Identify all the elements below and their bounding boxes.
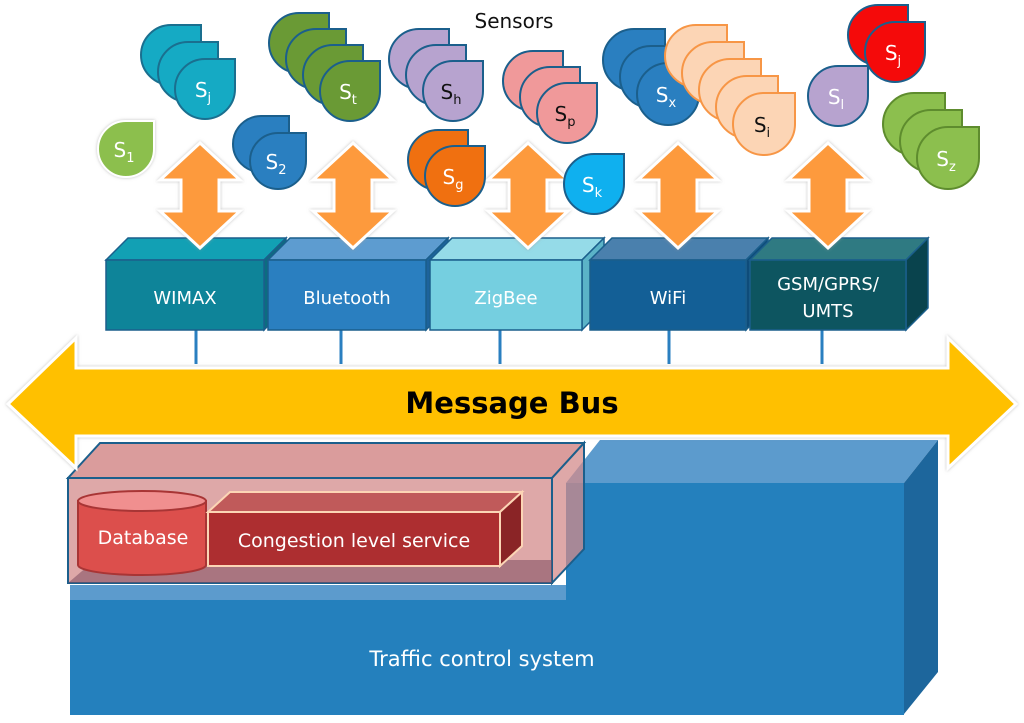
sensor-group-sp: Sp <box>502 50 598 144</box>
bidirectional-arrow-2 <box>309 140 397 251</box>
sensor-sx-subscript: x <box>669 96 677 111</box>
congestion-front-face <box>207 511 501 567</box>
message-bus: Message Bus <box>5 334 1019 472</box>
network-gsm: GSM/GPRS/UMTS <box>748 236 930 332</box>
sensor-s2-icon <box>249 132 307 190</box>
network-zigbee: ZigBee <box>428 236 606 332</box>
sensor-group-sj-red: Sj <box>847 4 926 83</box>
network-wifi-label: WiFi <box>650 288 686 309</box>
network-bluetooth-label: Bluetooth <box>303 288 390 309</box>
message-bus-arrow <box>5 334 1019 472</box>
system-lower-bevel <box>70 585 570 603</box>
network-wimax: WIMAX <box>104 236 288 332</box>
network-zigbee-front-face <box>429 259 583 331</box>
sensor-sj-red-icon <box>864 21 926 83</box>
sensors-title: Sensors <box>475 9 554 33</box>
services-container: Database Congestion level service <box>65 440 587 586</box>
network-wimax-label: WIMAX <box>153 288 216 309</box>
sensor-group-sk: Sk <box>563 153 625 215</box>
sensor-group-sl: Sl <box>807 65 869 127</box>
network-wifi-front-face <box>589 259 747 331</box>
bidirectional-arrow-4 <box>634 140 722 251</box>
sensor-sp-subscript: p <box>567 115 575 130</box>
sensor-sj-red-subscript: j <box>897 54 902 69</box>
sensor-sh-subscript: h <box>453 93 461 108</box>
network-gsm-top-face <box>748 237 930 261</box>
services-top-face <box>65 442 587 479</box>
sensor-sz-icon <box>916 126 980 190</box>
network-gsm-front-face <box>749 259 907 331</box>
network-gsm-label: UMTS <box>802 301 853 322</box>
sensor-group-sg: Sg <box>407 129 486 207</box>
sensor-s1-subscript: 1 <box>126 151 134 166</box>
network-layer: WIMAX Bluetooth ZigBee WiFi GSM/GPRS/UMTS <box>104 236 930 332</box>
database-top <box>77 490 207 512</box>
sensor-si-label: Si <box>754 113 770 141</box>
sensor-sl-subscript: l <box>841 98 845 113</box>
network-connectors <box>194 330 824 364</box>
system-label: Traffic control system <box>368 647 594 671</box>
sensor-sp-icon <box>536 82 598 144</box>
sensor-sz-subscript: z <box>949 160 956 175</box>
system-front-face-lower <box>70 600 904 715</box>
sensor-sj-teal-subscript: j <box>207 91 212 106</box>
sensor-group-sh: Sh <box>388 28 484 122</box>
sensor-group-s2: S2 <box>232 115 307 190</box>
network-zigbee-label: ZigBee <box>474 288 537 309</box>
message-bus-label: Message Bus <box>405 386 618 420</box>
sensor-si-subscript: i <box>767 126 771 141</box>
network-wimax-front-face <box>105 259 265 331</box>
system-front-face-upper <box>566 483 904 603</box>
sensor-sj-teal-icon <box>174 58 236 120</box>
traffic-control-system: Traffic control system <box>70 440 938 715</box>
sensor-st-subscript: t <box>352 93 357 108</box>
sensor-sl-label: Sl <box>828 85 844 113</box>
network-zigbee-top-face <box>428 237 606 261</box>
database-body <box>77 500 207 576</box>
database-label: Database <box>98 527 189 549</box>
sensor-group-si: Si <box>664 24 796 156</box>
network-gsm-label: GSM/GPRS/ <box>777 274 880 295</box>
sensor-sj-red-label: Sj <box>885 41 901 69</box>
congestion-label: Congestion level service <box>238 530 470 552</box>
system-top-face <box>566 440 938 483</box>
sensor-sk-subscript: k <box>595 186 603 201</box>
bidirectional-arrow-5 <box>784 140 872 251</box>
bidirectional-arrow-1 <box>156 140 244 251</box>
sensor-sh-icon <box>422 60 484 122</box>
sensor-sk-icon <box>563 153 625 215</box>
sensor-group-s1: S1 <box>97 120 155 178</box>
sensor-sj-teal-label: Sj <box>195 78 211 106</box>
network-bluetooth: Bluetooth <box>266 236 450 332</box>
sensor-sl-icon <box>807 65 869 127</box>
sensor-group-st: St <box>268 12 381 122</box>
network-wifi: WiFi <box>588 236 770 332</box>
bidirectional-arrow-3 <box>484 140 572 251</box>
congestion-top-face <box>205 491 525 513</box>
sensor-group-sj-teal: Sj <box>140 24 236 120</box>
system-side-face <box>904 440 938 714</box>
sensor-group-sz: Sz <box>882 92 980 190</box>
sensor-sg-icon <box>424 145 486 207</box>
network-bluetooth-front-face <box>267 259 427 331</box>
sensor-s1-icon <box>97 120 155 178</box>
sensor-si-icon <box>732 92 796 156</box>
sensor-s2-subscript: 2 <box>278 163 286 178</box>
sensor-st-icon <box>319 60 381 122</box>
congestion-level-service: Congestion level service <box>205 489 525 569</box>
database-cylinder: Database <box>77 490 207 576</box>
sensor-sg-subscript: g <box>455 178 463 193</box>
sensor-group-sx: Sx <box>602 28 700 126</box>
sensor-network-arrows <box>156 140 872 251</box>
